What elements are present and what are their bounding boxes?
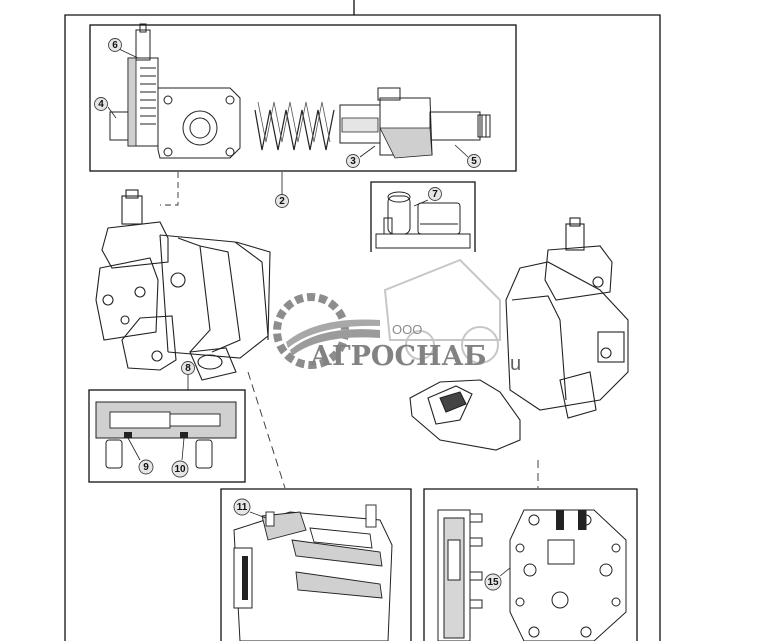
callout-9[interactable]: 9 — [138, 459, 154, 475]
callout-4[interactable]: 4 — [94, 97, 108, 111]
svg-text:10: 10 — [174, 464, 186, 475]
svg-text:11: 11 — [237, 502, 248, 513]
watermark: ООО АГРОСНАБ u — [273, 258, 521, 375]
detail-box-section — [88, 389, 246, 483]
callout-10[interactable]: 10 — [171, 460, 189, 478]
svg-text:15: 15 — [487, 577, 499, 588]
callout-2[interactable]: 2 — [275, 194, 289, 208]
watermark-prefix: ООО — [392, 322, 422, 337]
callout-3[interactable]: 3 — [346, 154, 360, 168]
watermark-suffix: u — [510, 353, 521, 375]
callout-7[interactable]: 7 — [428, 187, 442, 201]
connector-lines — [160, 172, 539, 489]
pump-illustration-left — [95, 189, 271, 381]
callout-6[interactable]: 6 — [108, 38, 122, 52]
callout-15[interactable]: 15 — [484, 573, 502, 591]
svg-text:7: 7 — [432, 189, 438, 200]
svg-text:4: 4 — [98, 99, 104, 110]
watermark-brand: АГРОСНАБ — [310, 341, 487, 372]
detail-box-plug — [370, 181, 476, 252]
watermark-gear-icon — [273, 293, 380, 369]
watermark-tractor-icon — [383, 258, 501, 364]
callout-5[interactable]: 5 — [467, 154, 481, 168]
detail-box-housing — [220, 488, 412, 641]
callout-11[interactable]: 11 — [233, 498, 251, 516]
svg-text:5: 5 — [471, 156, 477, 167]
callouts: 2 3 4 5 6 7 8 9 — [94, 38, 502, 591]
outer-frame — [64, 0, 661, 641]
detail-box-endplate — [423, 488, 638, 641]
pump-illustration-right — [409, 217, 629, 451]
svg-text:2: 2 — [279, 196, 285, 207]
svg-text:3: 3 — [350, 156, 356, 167]
svg-text:6: 6 — [112, 40, 118, 51]
svg-text:8: 8 — [185, 363, 191, 374]
detail-box-valve — [89, 23, 517, 172]
svg-text:9: 9 — [143, 462, 149, 473]
callout-8[interactable]: 8 — [181, 361, 195, 375]
